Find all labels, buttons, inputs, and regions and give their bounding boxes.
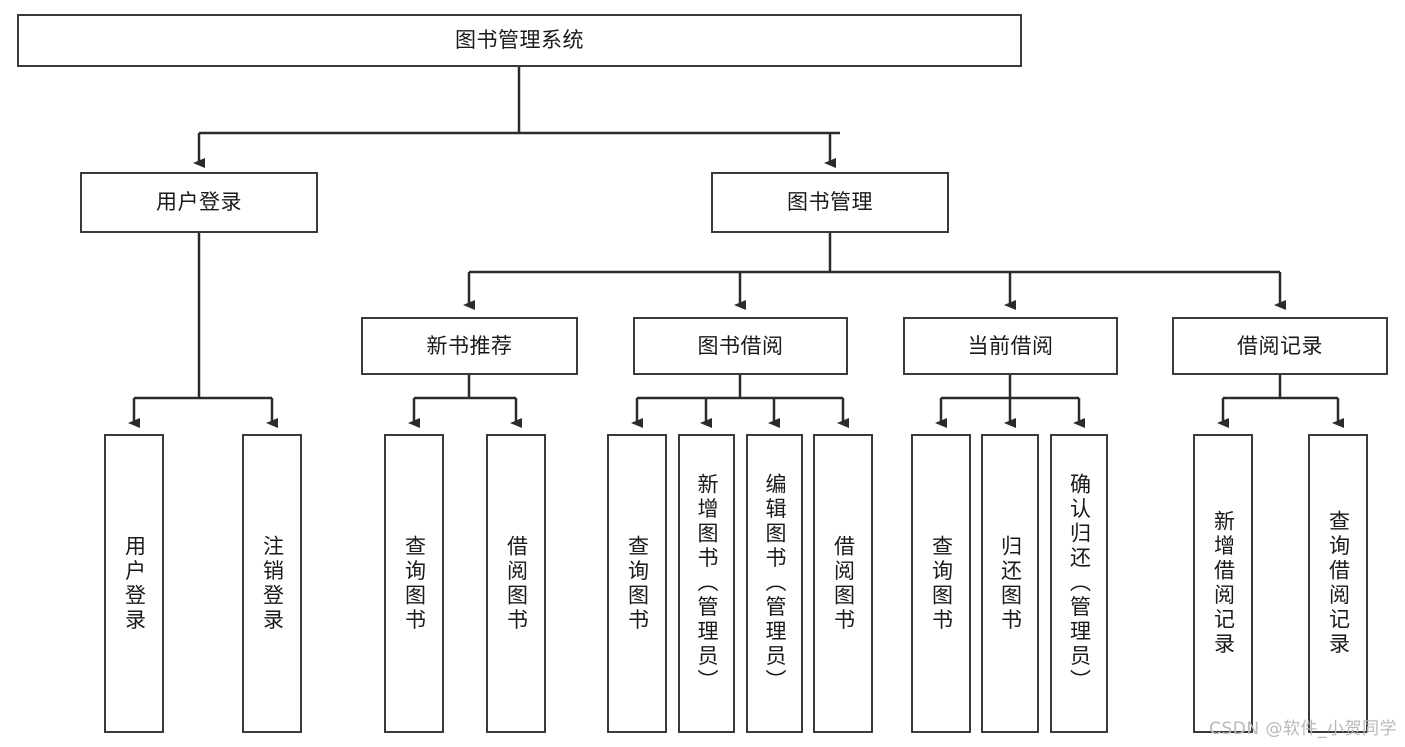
node-label: 查询图书 (929, 534, 954, 633)
leaf-query-book-recommend[interactable]: 查询图书 (384, 434, 444, 733)
leaf-query-book-borrow[interactable]: 查询图书 (607, 434, 667, 733)
node-label: 图书管理系统 (455, 28, 584, 53)
leaf-logout[interactable]: 注销登录 (242, 434, 302, 733)
leaf-borrow-book[interactable]: 借阅图书 (813, 434, 873, 733)
watermark-text: CSDN @软件_小贺同学 (1209, 719, 1397, 739)
node-label: 查询图书 (402, 534, 427, 633)
node-label: 归还图书 (998, 534, 1023, 633)
node-label: 查询借阅记录 (1326, 510, 1351, 657)
node-label: 借阅图书 (504, 534, 529, 633)
leaf-query-borrow-record[interactable]: 查询借阅记录 (1308, 434, 1368, 733)
node-label: 注销登录 (260, 534, 285, 633)
node-label: 当前借阅 (967, 333, 1054, 358)
node-label: 确认归还（管理员） (1067, 473, 1092, 694)
node-label: 用户登录 (122, 534, 147, 633)
node-user-login[interactable]: 用户登录 (80, 172, 318, 233)
node-label: 用户登录 (156, 190, 242, 215)
leaf-return-book[interactable]: 归还图书 (981, 434, 1039, 733)
leaf-confirm-return-admin[interactable]: 确认归还（管理员） (1050, 434, 1108, 733)
node-label: 图书管理 (787, 190, 873, 215)
node-label: 借阅记录 (1237, 333, 1323, 358)
leaf-add-book-admin[interactable]: 新增图书（管理员） (678, 434, 735, 733)
leaf-add-borrow-record[interactable]: 新增借阅记录 (1193, 434, 1253, 733)
node-label: 新书推荐 (426, 333, 513, 358)
node-borrow-record[interactable]: 借阅记录 (1172, 317, 1388, 375)
leaf-borrow-book-recommend[interactable]: 借阅图书 (486, 434, 546, 733)
node-current-borrow[interactable]: 当前借阅 (903, 317, 1118, 375)
node-label: 新增图书（管理员） (695, 473, 719, 694)
node-book-management[interactable]: 图书管理 (711, 172, 949, 233)
leaf-user-login[interactable]: 用户登录 (104, 434, 164, 733)
node-label: 图书借阅 (697, 333, 784, 358)
leaf-query-book-current[interactable]: 查询图书 (911, 434, 971, 733)
node-label: 查询图书 (625, 534, 650, 633)
node-root-book-management-system[interactable]: 图书管理系统 (17, 14, 1022, 67)
node-label: 编辑图书（管理员） (763, 473, 787, 694)
node-new-book-recommend[interactable]: 新书推荐 (361, 317, 578, 375)
leaf-edit-book-admin[interactable]: 编辑图书（管理员） (746, 434, 803, 733)
node-label: 新增借阅记录 (1211, 510, 1236, 657)
node-label: 借阅图书 (831, 534, 856, 633)
node-book-borrow[interactable]: 图书借阅 (633, 317, 848, 375)
